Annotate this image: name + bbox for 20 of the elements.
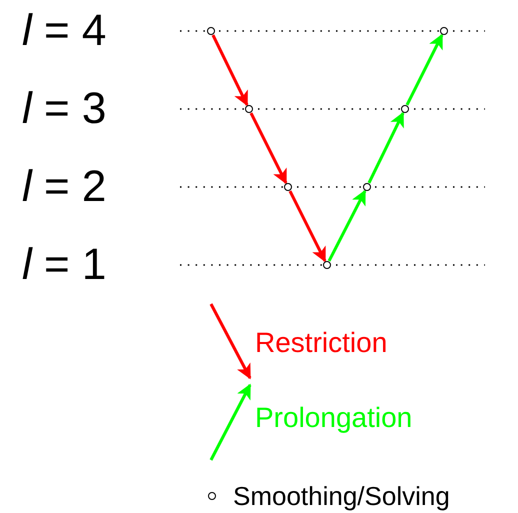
grid-point-circle (363, 183, 371, 191)
arrow (406, 34, 444, 106)
level-label: l = 3 (22, 87, 106, 131)
arrow (368, 112, 404, 184)
arrow (288, 190, 326, 262)
arrow (328, 190, 366, 262)
arrow (212, 34, 248, 106)
level-label: l = 4 (22, 9, 106, 53)
legend-label: Smoothing/Solving (233, 483, 450, 509)
legend-label: Prolongation (255, 404, 412, 432)
arrow (250, 112, 288, 184)
legend-label: Restriction (255, 329, 388, 357)
grid-point-circle (207, 27, 215, 35)
grid-point-circle (401, 105, 409, 113)
grid-point-circle (323, 261, 331, 269)
grid-point-circle (440, 27, 448, 35)
level-label: l = 1 (22, 243, 106, 287)
grid-point-circle (245, 105, 253, 113)
level-label: l = 2 (22, 165, 106, 209)
grid-point-circle (284, 183, 292, 191)
